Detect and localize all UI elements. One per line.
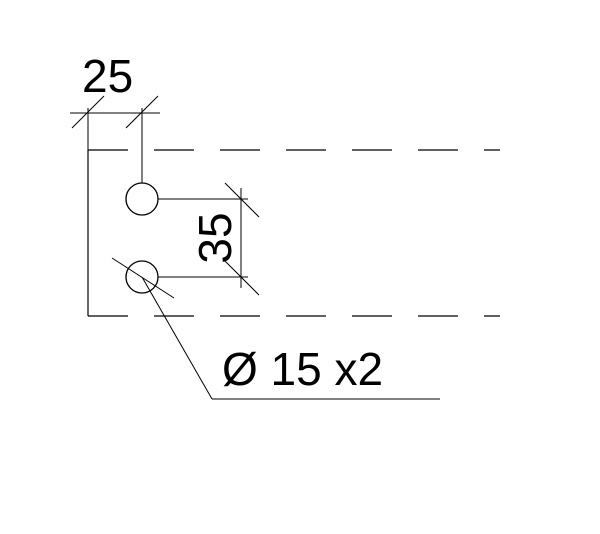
dim-35-label: 35 (189, 212, 241, 263)
dim-25-tick-left (71, 95, 105, 129)
hole-top (125, 182, 159, 216)
callout-label: Ø 15 x2 (222, 343, 383, 395)
dim-25-tick-right (125, 95, 159, 129)
callout-leader (141, 276, 213, 400)
dim-35-tick-top (224, 182, 260, 218)
dim-25-label: 25 (82, 50, 133, 102)
dimension-25: 25 (70, 50, 160, 183)
dim-35-tick-bottom (224, 260, 260, 296)
dimension-35: 35 (158, 182, 260, 296)
hole-callout: Ø 15 x2 (111, 257, 440, 400)
